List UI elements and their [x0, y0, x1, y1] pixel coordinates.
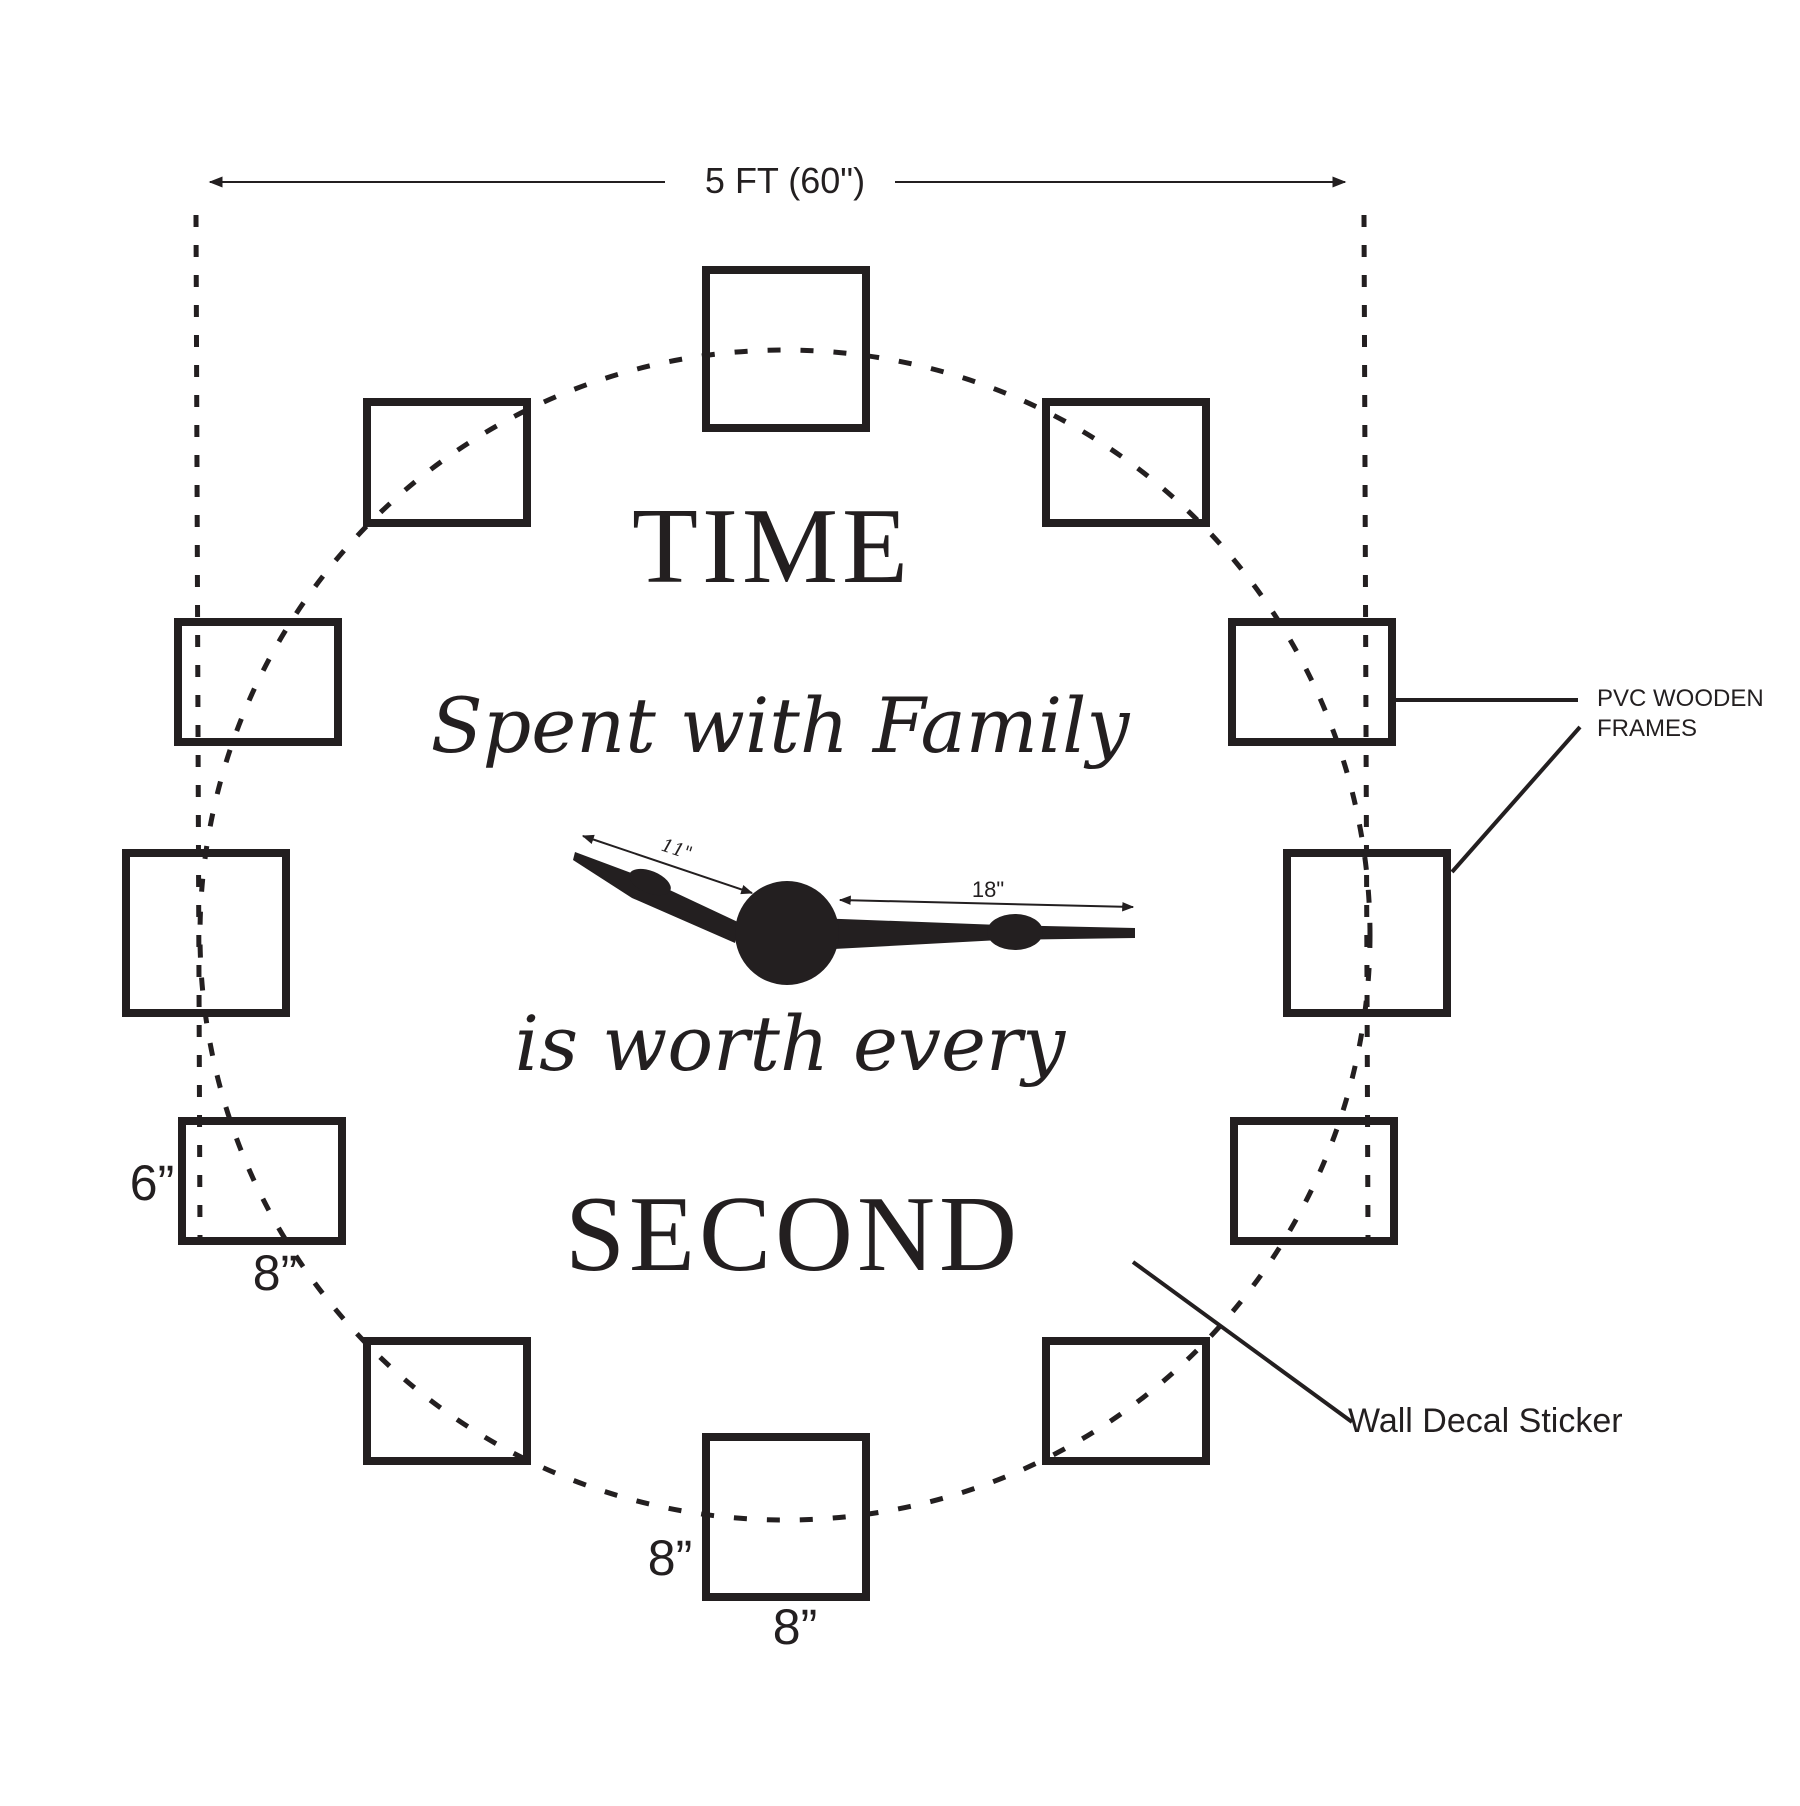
short-hand: [573, 852, 740, 943]
clock-center-hub: [735, 881, 839, 985]
quote-line-second: SECOND: [565, 1175, 1021, 1294]
frame-dimension-labels: 6” 8” 8” 8”: [130, 1155, 817, 1655]
bottom-frame-width-label: 8”: [773, 1599, 817, 1655]
width-label: 5 FT (60"): [705, 160, 865, 201]
photo-frame-10: [174, 618, 342, 746]
photo-frame-8: [178, 1117, 346, 1245]
quote-line-is-worth-every: is worth every: [515, 999, 1066, 1088]
long-hand-counterweight: [987, 914, 1043, 950]
long-hand-dimension: [838, 895, 1135, 912]
frames-label-line2: FRAMES: [1597, 715, 1697, 742]
bottom-frame-height-label: 8”: [648, 1530, 692, 1586]
side-frame-height-label: 6”: [130, 1155, 174, 1211]
photo-frame-5: [1042, 1337, 1210, 1465]
photo-frame-1: [1042, 398, 1210, 527]
long-hand: [815, 918, 1135, 950]
photo-frame-4: [1230, 1117, 1398, 1245]
decal-label: Wall Decal Sticker: [1348, 1402, 1623, 1440]
photo-frame-9: [122, 849, 290, 1017]
photo-frame-2: [1228, 618, 1396, 746]
right-extent-line: [1361, 214, 1371, 1241]
clock-hands: 11" 18": [573, 834, 1135, 985]
frames-callout: PVC WOODEN FRAMES: [1396, 685, 1764, 874]
left-extent-line: [193, 214, 203, 1241]
side-frame-width-label: 8”: [253, 1245, 297, 1301]
photo-frame-12: [702, 266, 870, 432]
clock-dotted-circle: [197, 347, 1373, 1523]
long-hand-label: 18": [972, 877, 1004, 902]
photo-frames: [122, 266, 1451, 1601]
frames-label-line1: PVC WOODEN: [1597, 685, 1764, 712]
photo-frame-3: [1283, 849, 1451, 1017]
short-hand-dimension: [581, 834, 754, 895]
decal-callout: Wall Decal Sticker: [1131, 1260, 1623, 1440]
short-hand-label: 11": [659, 835, 695, 865]
photo-frame-6: [702, 1433, 870, 1601]
quote-line-time: TIME: [632, 487, 912, 606]
photo-frame-7: [363, 1337, 531, 1465]
photo-frame-11: [363, 398, 531, 527]
quote-line-spent-with-family: Spent with Family: [431, 681, 1131, 770]
width-dimension: 5 FT (60"): [193, 160, 1371, 1241]
